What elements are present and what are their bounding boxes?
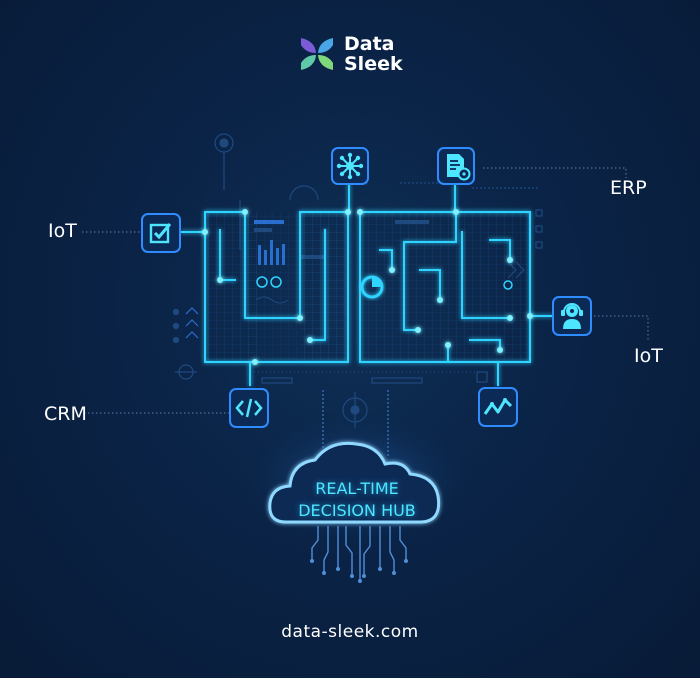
- cloud-data-lines: [311, 526, 407, 580]
- hub-title-line1: REAL-TIME: [315, 479, 399, 498]
- crm-label: CRM: [44, 403, 87, 425]
- cloud-icon: [268, 441, 441, 524]
- footer-url[interactable]: data-sleek.com: [281, 622, 419, 642]
- code-icon: [229, 388, 269, 428]
- iot-right-label: IoT: [634, 345, 663, 367]
- cloud-connector-lines: [322, 390, 389, 458]
- inner-widgets: [254, 220, 513, 304]
- hub-title-line2: DECISION HUB: [298, 501, 416, 520]
- network-hub-icon: [331, 147, 369, 185]
- label-leader-lines: [82, 167, 649, 414]
- iot-left-label: IoT: [48, 220, 77, 242]
- brand-name-line2: Sleek: [344, 53, 403, 75]
- decision-hub-title: REAL-TIME DECISION HUB: [270, 478, 444, 522]
- checkbox-icon: [141, 213, 181, 253]
- erp-label: ERP: [610, 177, 647, 199]
- document-gear-icon: [437, 147, 475, 185]
- circuit-traces: [180, 183, 553, 386]
- line-chart-icon: [478, 387, 518, 427]
- brand-name-line1: Data: [344, 33, 395, 55]
- circuit-junctions: [202, 209, 533, 365]
- brand-logo: Data Sleek: [298, 32, 418, 76]
- headset-person-icon: [552, 296, 592, 336]
- cloud-data-endpoints: [310, 559, 408, 583]
- butterfly-logo-icon: [301, 38, 333, 70]
